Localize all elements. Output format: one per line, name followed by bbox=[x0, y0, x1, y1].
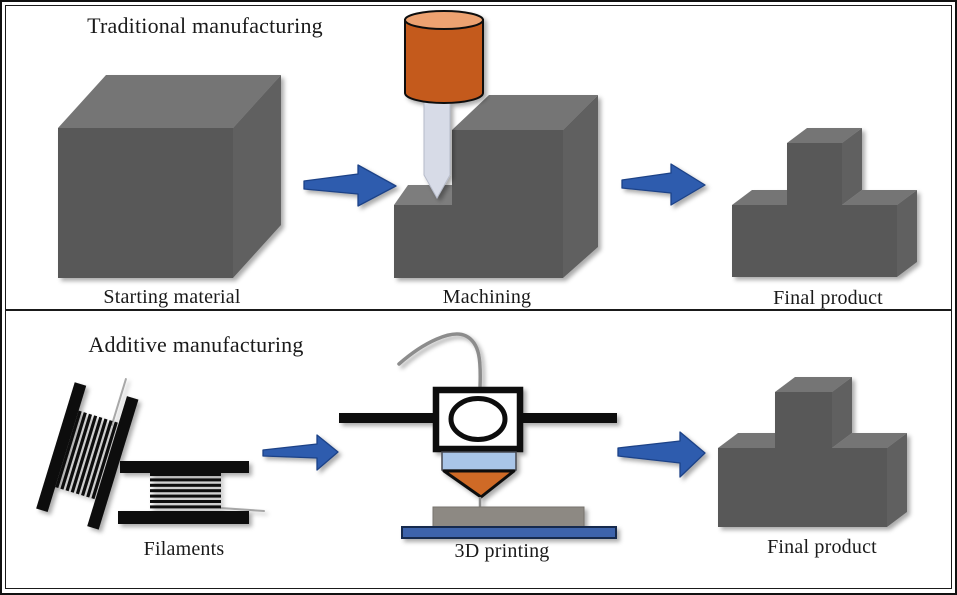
starting-material-cube-icon bbox=[58, 75, 281, 278]
filament-winding bbox=[55, 410, 118, 500]
step-label-filaments: Filaments bbox=[143, 538, 225, 560]
arrow-right-icon bbox=[621, 163, 706, 206]
nozzle bbox=[442, 469, 516, 499]
arrow-right-icon bbox=[617, 431, 706, 478]
arrow-right-icon bbox=[262, 434, 339, 471]
step-label-3d-printing: 3D printing bbox=[454, 540, 550, 562]
step-label-final-product-top: Final product bbox=[773, 287, 883, 309]
3d-printer-icon bbox=[339, 332, 617, 539]
final-product-block-icon bbox=[732, 128, 917, 277]
print-bed bbox=[401, 526, 617, 539]
final-product-block-icon bbox=[718, 377, 907, 527]
step-label-final-product-bottom: Final product bbox=[767, 536, 877, 558]
cooler-block bbox=[441, 451, 517, 471]
milling-tool-icon bbox=[404, 10, 484, 200]
arrow-right-icon bbox=[303, 164, 397, 207]
step-label-starting-material: Starting material bbox=[103, 286, 241, 308]
step-label-machining: Machining bbox=[442, 286, 532, 308]
extruder-fan bbox=[448, 396, 508, 442]
panel-title-traditional: Traditional manufacturing bbox=[87, 13, 323, 38]
filament-winding bbox=[150, 473, 221, 509]
filament-wire bbox=[397, 332, 483, 390]
filament-spools-icon bbox=[36, 378, 265, 530]
panel-title-additive: Additive manufacturing bbox=[88, 332, 304, 357]
machining-block-icon bbox=[394, 95, 598, 278]
printed-part bbox=[432, 506, 585, 528]
